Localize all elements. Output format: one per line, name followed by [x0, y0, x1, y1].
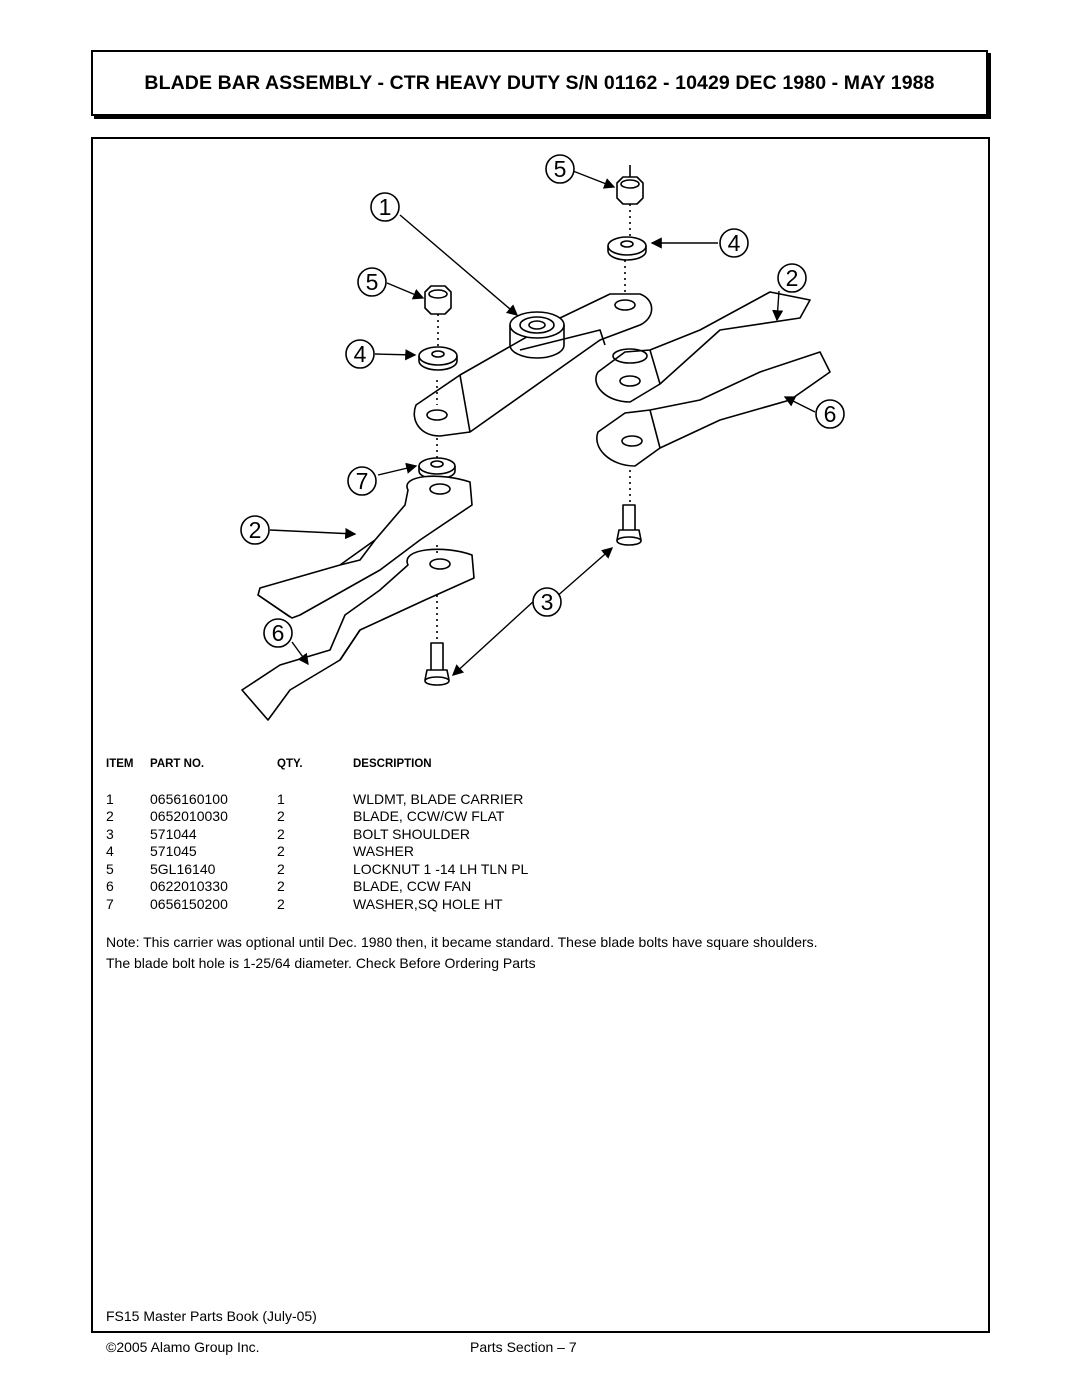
row-description: WLDMT, BLADE CARRIER [353, 790, 524, 807]
row-part-no: 0652010030 [150, 808, 228, 825]
locknut-right-top [616, 165, 644, 236]
callout-6-right [815, 399, 845, 429]
locknut-left [424, 285, 452, 346]
exploded-parts-diagram: 5 1 4 5 2 4 6 7 2 3 6 [240, 154, 845, 721]
header-description: DESCRIPTION [353, 758, 432, 770]
footer-book-title: FS15 Master Parts Book (July-05) [106, 1308, 317, 1324]
callout-5-top [545, 154, 575, 184]
row-description: LOCKNUT 1 -14 LH TLN PL [353, 860, 529, 877]
table-row: 5 5GL16140 2 LOCKNUT 1 -14 LH TLN PL [106, 860, 753, 878]
row-part-no: 5GL16140 [150, 860, 216, 877]
title-box: BLADE BAR ASSEMBLY - CTR HEAVY DUTY S/N … [91, 50, 988, 116]
row-qty: 1 [277, 790, 285, 807]
row-description: WASHER [353, 843, 414, 860]
callout-7 [347, 466, 377, 496]
callout-label: 6 [824, 401, 837, 427]
parts-table: ITEM PART NO. QTY. DESCRIPTION 1 0656160… [106, 756, 753, 913]
table-row: 4 571045 2 WASHER [106, 843, 753, 861]
callout-label: 2 [786, 265, 799, 291]
callout-label: 1 [379, 194, 392, 220]
row-qty: 2 [277, 878, 285, 895]
table-row: 6 0622010330 2 BLADE, CCW FAN [106, 878, 753, 896]
callout-5-left [357, 267, 387, 297]
callout-label: 2 [249, 517, 262, 543]
row-qty: 2 [277, 825, 285, 842]
callout-2-right [777, 263, 807, 293]
flat-blade-right [595, 291, 811, 403]
row-qty: 2 [277, 808, 285, 825]
shoulder-bolt-right [616, 504, 642, 546]
row-item: 7 [106, 895, 114, 912]
row-description: BOLT SHOULDER [353, 825, 470, 842]
row-item: 1 [106, 790, 114, 807]
row-part-no: 571045 [150, 843, 197, 860]
callout-label: 5 [554, 156, 567, 182]
row-description: BLADE, CCW FAN [353, 878, 472, 895]
flat-blade-left [257, 475, 473, 619]
row-qty: 2 [277, 895, 285, 912]
callout-6-left [263, 618, 293, 648]
header-part-no: PART NO. [150, 758, 205, 770]
callout-label: 3 [541, 589, 554, 615]
callout-2-left [240, 515, 270, 545]
footer-page-section: Parts Section – 7 [470, 1339, 577, 1355]
washer-left [418, 346, 458, 371]
row-item: 4 [106, 843, 114, 860]
square-hole-washer [418, 438, 456, 480]
washer-right-top [607, 236, 647, 261]
row-item: 5 [106, 860, 114, 877]
page-title: BLADE BAR ASSEMBLY - CTR HEAVY DUTY S/N … [144, 71, 935, 94]
row-item: 3 [106, 825, 114, 842]
note-line-2: The blade bolt hole is 1-25/64 diameter.… [106, 955, 536, 971]
header-item: ITEM [106, 758, 134, 770]
row-item: 6 [106, 878, 114, 895]
row-item: 2 [106, 808, 114, 825]
row-description: WASHER,SQ HOLE HT [353, 895, 503, 912]
table-row: 2 0652010030 2 BLADE, CCW/CW FLAT [106, 808, 753, 826]
callout-1 [370, 192, 400, 222]
callout-label: 4 [728, 230, 741, 256]
table-row: 7 0656150200 2 WASHER,SQ HOLE HT [106, 895, 753, 913]
blade-carrier [413, 260, 653, 437]
row-part-no: 0622010330 [150, 878, 228, 895]
callout-label: 7 [356, 468, 369, 494]
callout-label: 6 [272, 620, 285, 646]
table-row: 3 571044 2 BOLT SHOULDER [106, 825, 753, 843]
row-description: BLADE, CCW/CW FLAT [353, 808, 505, 825]
table-row: 1 0656160100 1 WLDMT, BLADE CARRIER [106, 790, 753, 808]
row-part-no: 571044 [150, 825, 197, 842]
callout-4-left [345, 339, 375, 369]
row-part-no: 0656150200 [150, 895, 228, 912]
callout-label: 5 [366, 269, 379, 295]
callout-label: 4 [354, 341, 367, 367]
shoulder-bolt-left [424, 642, 450, 686]
content-frame [91, 137, 990, 1333]
header-qty: QTY. [277, 758, 303, 770]
row-qty: 2 [277, 843, 285, 860]
note-text: Note: This carrier was optional until De… [106, 932, 976, 974]
note-line-1: Note: This carrier was optional until De… [106, 934, 818, 950]
row-qty: 2 [277, 860, 285, 877]
callout-3 [532, 587, 562, 617]
footer-copyright: ©2005 Alamo Group Inc. [106, 1339, 260, 1355]
row-part-no: 0656160100 [150, 790, 228, 807]
fan-blade-left [241, 545, 475, 721]
callout-4-right [719, 228, 749, 258]
fan-blade-right [596, 351, 831, 505]
table-header: ITEM PART NO. QTY. DESCRIPTION [106, 756, 753, 772]
